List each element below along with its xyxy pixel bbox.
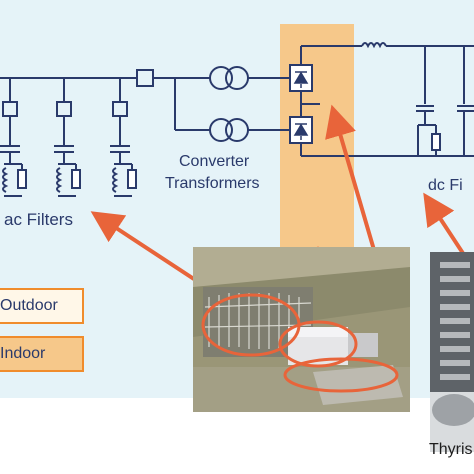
thyristor-valve-caption: Thyris (429, 441, 473, 458)
station-aerial-photo (193, 247, 410, 412)
ac-breaker (136, 69, 154, 87)
transformer-1-primary (209, 66, 233, 90)
legend-outdoor-label: Outdoor (0, 297, 58, 314)
ac-filter-branch-2 (54, 78, 81, 197)
ac-filter-branch-1 (0, 78, 27, 197)
thyristor-valve-photo (430, 252, 474, 452)
dc-smoothing-reactor-icon (361, 42, 387, 49)
transformer-2-secondary (225, 118, 249, 142)
thyristor-valve-photo-drawing (430, 252, 474, 452)
ac-filters-label: ac Filters (4, 210, 73, 229)
thyristor-upper-icon (293, 71, 309, 88)
legend-outdoor: Outdoor (0, 288, 84, 324)
thyristor-lower-icon (293, 123, 309, 140)
dc-filters-label: dc Fi (428, 177, 463, 194)
station-aerial-photo-drawing (193, 247, 410, 412)
transformer-2-primary (209, 118, 233, 142)
converter-transformers-label-line2: Transformers (165, 175, 260, 192)
converter-transformers-label-line1: Converter (179, 153, 250, 170)
legend-indoor-label: Indoor (0, 345, 46, 362)
dc-filter-1-resistor (431, 133, 441, 151)
legend-indoor: Indoor (0, 336, 84, 372)
ac-filter-branch-3 (110, 78, 137, 197)
transformer-1-secondary (225, 66, 249, 90)
